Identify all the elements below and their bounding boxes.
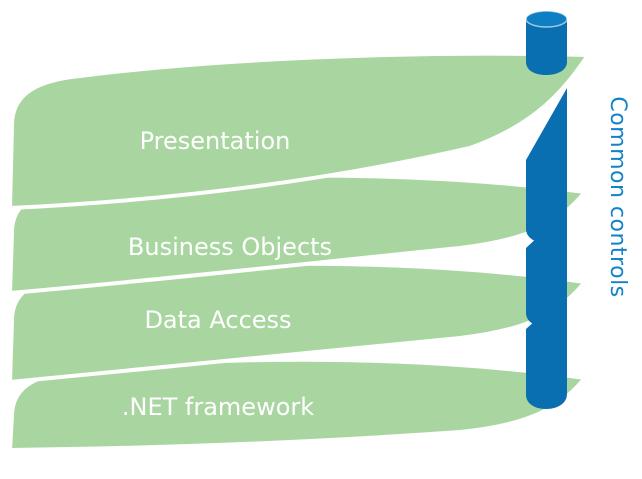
layer-label-presentation: Presentation [140,127,291,155]
side-label-common-controls: Common controls [605,96,630,297]
layer-business-objects: Business Objects [8,173,587,295]
common-control-cylinder-1 [525,10,568,75]
layer-label-data-access: Data Access [144,306,291,334]
layer-dotnet-framework: .NET framework [8,357,587,452]
common-control-cylinder-2 [526,88,567,243]
layer-label-business-objects: Business Objects [128,233,332,261]
layer-presentation: Presentation [8,51,590,210]
layer-label-dotnet: .NET framework [122,393,314,421]
layer-shape [8,51,590,210]
